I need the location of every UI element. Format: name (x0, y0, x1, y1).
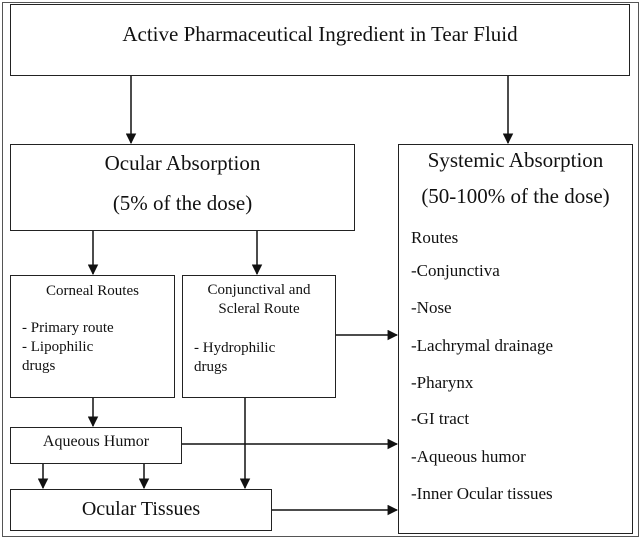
corneal-route-item: - Primary route (22, 320, 114, 336)
systemic-absorption-box (398, 144, 633, 534)
conjunctival-route-item: drugs (194, 359, 228, 375)
ocular-absorption-dose: (5% of the dose) (112, 191, 253, 215)
systemic-route-item: -Nose (411, 298, 452, 317)
systemic-route-item: -Conjunctiva (411, 261, 500, 280)
api-tear-fluid-box (10, 4, 630, 76)
systemic-route-item: -Lachrymal drainage (411, 336, 554, 355)
conjunctival-route-item: - Hydrophilic (194, 340, 276, 356)
corneal-route-item: - Lipophilic (22, 339, 94, 355)
ocular-absorption-title: Ocular Absorption (104, 151, 261, 175)
ocular-absorption-box (10, 144, 355, 231)
systemic-route-item: -Inner Ocular tissues (411, 484, 553, 503)
api-tear-fluid-title: Active Pharmaceutical Ingredient in Tear… (122, 22, 518, 46)
aqueous-humor-label: Aqueous Humor (42, 433, 150, 450)
systemic-absorption-title: Systemic Absorption (427, 148, 604, 172)
systemic-route-item: -GI tract (411, 409, 470, 428)
outer-frame (2, 2, 639, 537)
corneal-routes-title: Corneal Routes (46, 283, 139, 299)
corneal-route-item: drugs (22, 358, 56, 374)
systemic-absorption-dose: (50-100% of the dose) (421, 184, 610, 208)
ocular-tissues-label: Ocular Tissues (81, 498, 201, 520)
aqueous-humor-box (10, 427, 182, 464)
systemic-routes-label: Routes (411, 228, 459, 247)
conjunctival-scleral-title: Conjunctival and (207, 282, 311, 298)
corneal-routes-box (10, 275, 175, 398)
conjunctival-scleral-title: Scleral Route (218, 301, 300, 317)
systemic-route-item: -Pharynx (411, 373, 474, 392)
systemic-route-item: -Aqueous humor (411, 447, 526, 466)
conjunctival-scleral-box (182, 275, 336, 398)
ocular-tissues-box (10, 489, 272, 531)
